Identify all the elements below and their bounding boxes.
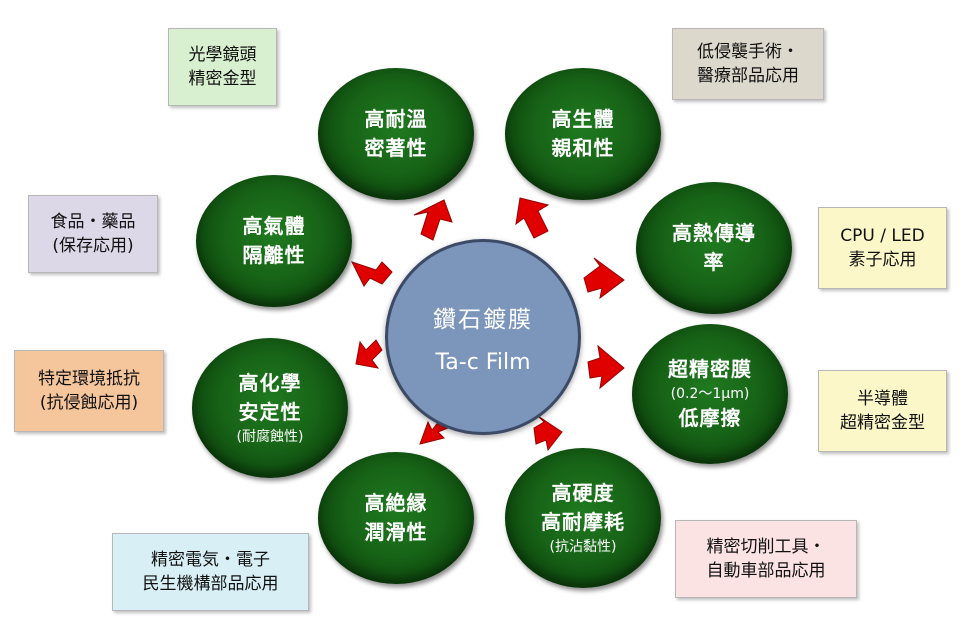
box-line: 素子応用 (848, 250, 917, 270)
application-box-cpu-led: CPU / LED 素子応用 (818, 207, 947, 289)
node-line: 高熱傳導 (672, 221, 756, 245)
node-line: 潤滑性 (364, 520, 428, 544)
arrow-icon (533, 415, 563, 452)
application-box-cutting-tools: 精密切削工具・ 自動車部品応用 (675, 520, 857, 598)
node-line: 親和性 (551, 136, 615, 160)
node-line: 高硬度 (551, 481, 615, 505)
center-title: 鑽石鍍膜 (433, 306, 533, 333)
node-heat-adhesion: 高耐溫 密著性 (318, 68, 474, 200)
box-line: 民生機構部品応用 (142, 574, 279, 594)
application-box-food-medicine: 食品・藥品 (保存応用) (28, 195, 158, 273)
node-ultra-precision: 超精密膜 (0.2～1μm) 低摩擦 (632, 324, 788, 464)
application-box-electronics: 精密電気・電子 民生機構部品応用 (112, 533, 309, 611)
application-box-medical: 低侵襲手術・ 醫療部品応用 (672, 28, 824, 100)
box-line: (抗侵蝕応用) (39, 393, 139, 413)
box-line: 光學鏡頭 (188, 45, 257, 65)
center-circle: 鑽石鍍膜 Ta-c Film (385, 239, 581, 435)
node-biocompatibility: 高生體 親和性 (505, 68, 661, 200)
node-line: 超精密膜 (668, 357, 752, 381)
node-line: 率 (703, 250, 725, 274)
arrow-icon (413, 199, 453, 241)
node-line: 高耐溫 (364, 107, 428, 131)
box-line: 醫療部品応用 (697, 66, 799, 86)
box-line: 食品・藥品 (50, 212, 136, 232)
arrow-icon (355, 339, 383, 369)
box-line: 低侵襲手術・ (697, 42, 799, 62)
node-insulation: 高絶縁 潤滑性 (318, 452, 474, 584)
node-sub: (抗沾黏性) (549, 539, 617, 555)
node-chemical-stability: 高化學 安定性 (耐腐蝕性) (192, 338, 348, 478)
node-line: 高生體 (551, 107, 615, 131)
box-line: (保存応用) (52, 236, 134, 256)
node-line: 隔離性 (242, 243, 306, 267)
box-line: CPU / LED (840, 226, 925, 246)
center-subtitle: Ta-c Film (435, 349, 531, 375)
node-sub: (耐腐蝕性) (236, 429, 304, 445)
node-line: 高絶縁 (364, 491, 428, 515)
arrow-icon (351, 261, 393, 287)
node-line: 低摩擦 (678, 406, 742, 430)
arrow-icon (583, 257, 625, 300)
node-line: 高化學 (238, 371, 302, 395)
node-line: 安定性 (238, 400, 302, 424)
application-box-corrosion: 特定環境抵抗 (抗侵蝕応用) (14, 350, 164, 432)
arrow-icon (515, 197, 550, 239)
node-line: 密著性 (364, 136, 428, 160)
node-gas-barrier: 高氣體 隔離性 (196, 175, 352, 307)
node-hardness: 高硬度 高耐摩耗 (抗沾黏性) (505, 448, 661, 588)
node-sub: (0.2～1μm) (670, 386, 750, 402)
node-line: 高氣體 (242, 214, 306, 238)
box-line: 精密切削工具・ (706, 537, 826, 557)
box-line: 超精密金型 (840, 413, 925, 433)
box-line: 自動車部品応用 (706, 561, 826, 581)
node-line: 高耐摩耗 (541, 510, 625, 534)
application-box-semiconductor: 半導體 超精密金型 (818, 370, 947, 452)
application-box-optical-lens: 光學鏡頭 精密金型 (168, 28, 277, 106)
box-line: 精密金型 (188, 69, 257, 89)
node-thermal-conductivity: 高熱傳導 率 (636, 182, 792, 314)
box-line: 特定環境抵抗 (38, 369, 140, 389)
box-line: 半導體 (857, 389, 908, 409)
box-line: 精密電気・電子 (151, 550, 270, 570)
arrow-icon (587, 344, 625, 390)
